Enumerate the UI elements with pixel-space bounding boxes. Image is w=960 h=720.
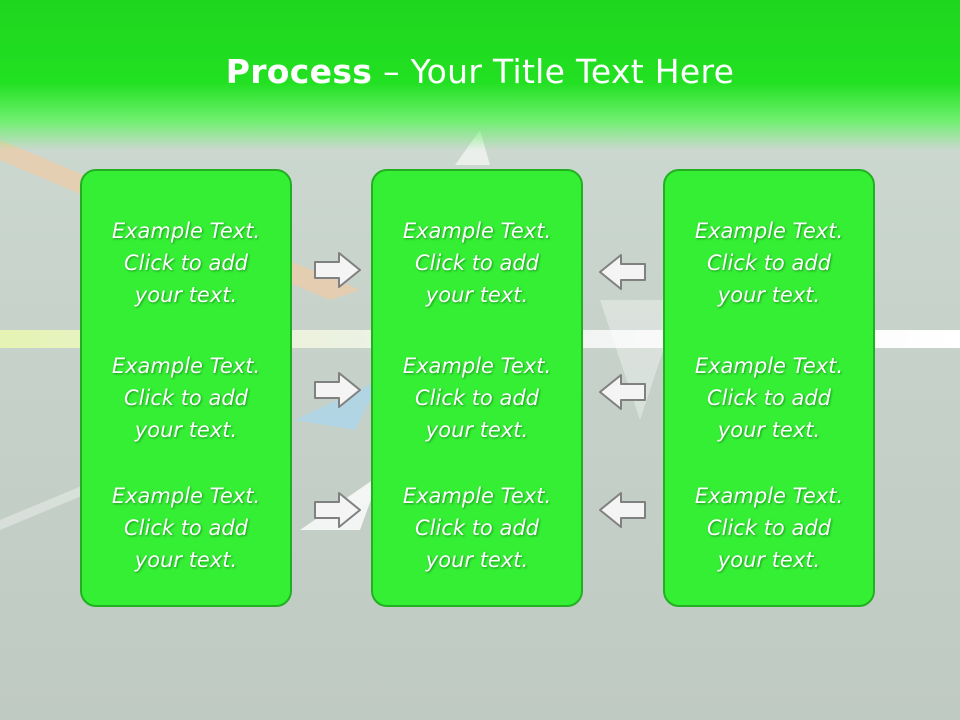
text-line: Example Text.	[694, 219, 844, 243]
left-text-2[interactable]: Example Text. Click to add your text.	[82, 350, 290, 446]
text-line: Example Text.	[402, 484, 552, 508]
title-rest: – Your Title Text Here	[372, 52, 735, 91]
middle-column-box[interactable]: Example Text. Click to add your text. Ex…	[371, 169, 583, 607]
text-line: Click to add	[414, 386, 539, 410]
right-text-1[interactable]: Example Text. Click to add your text.	[665, 215, 873, 311]
right-text-2[interactable]: Example Text. Click to add your text.	[665, 350, 873, 446]
text-line: your text.	[717, 548, 821, 572]
text-line: Example Text.	[694, 484, 844, 508]
text-line: Example Text.	[402, 354, 552, 378]
text-line: your text.	[425, 548, 529, 572]
text-line: your text.	[134, 548, 238, 572]
text-line: your text.	[425, 283, 529, 307]
header-band	[0, 0, 960, 150]
text-line: Click to add	[414, 251, 539, 275]
text-line: Click to add	[706, 251, 831, 275]
text-line: Click to add	[123, 251, 248, 275]
arrow-left-icon	[599, 492, 646, 528]
text-line: Click to add	[123, 386, 248, 410]
middle-text-2[interactable]: Example Text. Click to add your text.	[373, 350, 581, 446]
text-line: Example Text.	[111, 354, 261, 378]
arrow-left-icon	[599, 254, 646, 290]
arrow-left-icon	[599, 374, 646, 410]
text-line: Click to add	[706, 516, 831, 540]
arrow-right-icon	[314, 492, 361, 528]
slide-title[interactable]: Process – Your Title Text Here	[0, 52, 960, 91]
right-column-box[interactable]: Example Text. Click to add your text. Ex…	[663, 169, 875, 607]
text-line: Click to add	[706, 386, 831, 410]
left-text-1[interactable]: Example Text. Click to add your text.	[82, 215, 290, 311]
left-text-3[interactable]: Example Text. Click to add your text.	[82, 480, 290, 576]
middle-text-3[interactable]: Example Text. Click to add your text.	[373, 480, 581, 576]
text-line: your text.	[134, 418, 238, 442]
text-line: Example Text.	[694, 354, 844, 378]
left-column-box[interactable]: Example Text. Click to add your text. Ex…	[80, 169, 292, 607]
text-line: Example Text.	[111, 219, 261, 243]
text-line: Example Text.	[402, 219, 552, 243]
text-line: your text.	[717, 418, 821, 442]
title-bold: Process	[225, 52, 373, 91]
middle-text-1[interactable]: Example Text. Click to add your text.	[373, 215, 581, 311]
arrow-right-icon	[314, 372, 361, 408]
text-line: Example Text.	[111, 484, 261, 508]
right-text-3[interactable]: Example Text. Click to add your text.	[665, 480, 873, 576]
text-line: your text.	[425, 418, 529, 442]
text-line: your text.	[717, 283, 821, 307]
arrow-right-icon	[314, 252, 361, 288]
text-line: your text.	[134, 283, 238, 307]
text-line: Click to add	[414, 516, 539, 540]
text-line: Click to add	[123, 516, 248, 540]
